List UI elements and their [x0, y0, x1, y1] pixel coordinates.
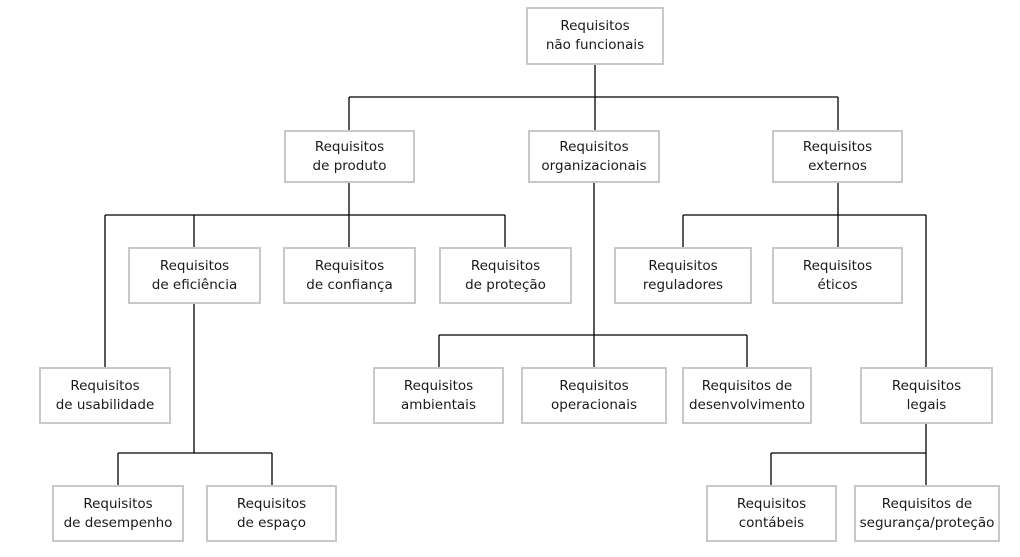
node-externos: Requisitosexternos: [772, 130, 903, 183]
node-protecao: Requisitosde proteção: [439, 247, 572, 304]
node-produto: Requisitosde produto: [284, 130, 415, 183]
node-eticos: Requisitoséticos: [772, 247, 903, 304]
node-confianca: Requisitosde confiança: [283, 247, 416, 304]
node-usabilidade: Requisitosde usabilidade: [39, 367, 171, 424]
node-espaco: Requisitosde espaço: [206, 485, 337, 542]
node-seguranca-protecao: Requisitos desegurança/proteção: [854, 485, 1000, 542]
node-nao-funcionais: Requisitosnão funcionais: [526, 7, 664, 65]
node-operacionais: Requisitosoperacionais: [521, 367, 667, 424]
node-desenvolvimento: Requisitos dedesenvolvimento: [682, 367, 812, 424]
node-ambientais: Requisitosambientais: [373, 367, 504, 424]
node-eficiencia: Requisitosde eficiência: [128, 247, 261, 304]
node-desempenho: Requisitosde desempenho: [52, 485, 184, 542]
node-legais: Requisitoslegais: [860, 367, 993, 424]
node-contabeis: Requisitoscontábeis: [706, 485, 837, 542]
node-organizacionais: Requisitosorganizacionais: [528, 130, 660, 183]
node-reguladores: Requisitosreguladores: [614, 247, 752, 304]
